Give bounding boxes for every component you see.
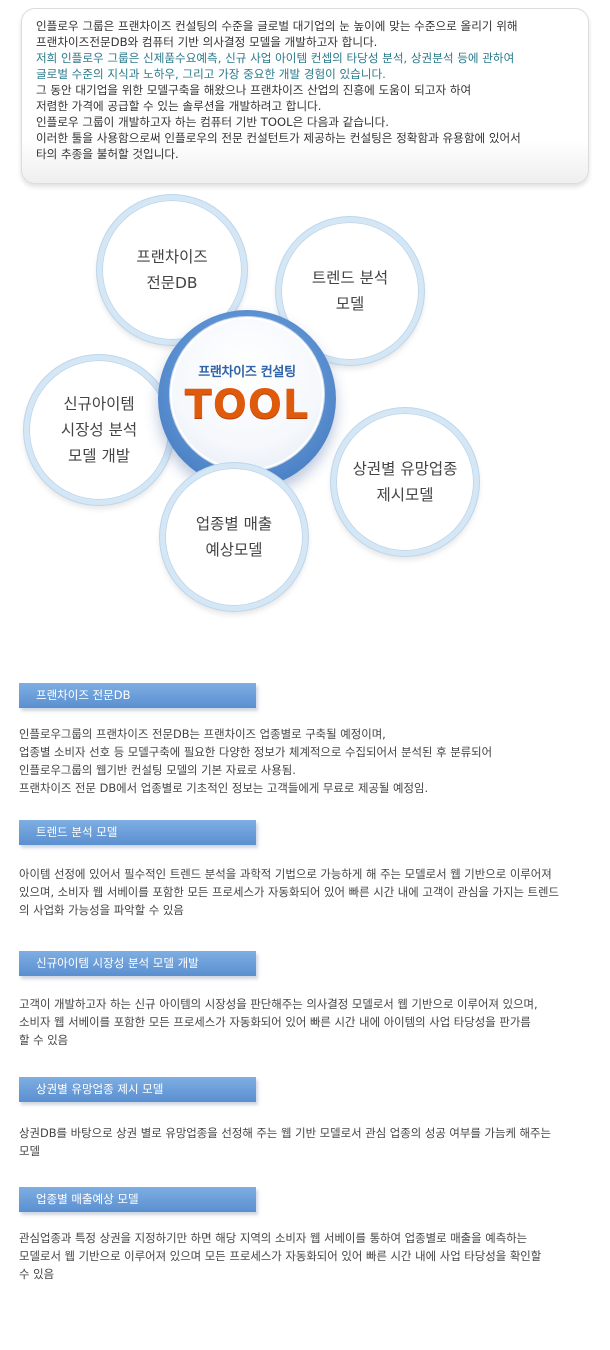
section-header-trend-analysis: 트렌드 분석 모델	[19, 820, 256, 845]
section-text: 상권DB를 바탕으로 상권 별로 유망업종을 선정해 주는 웹 기반 모델로서 …	[19, 1126, 551, 1140]
node-label: 제시모델	[376, 486, 434, 504]
section-text: 소비자 웹 서베이를 포함한 모든 프로세스가 자동화되어 있어 빠른 시간 내…	[19, 1015, 531, 1029]
section-text: 모델	[19, 1144, 40, 1158]
section-text: 할 수 있음	[19, 1033, 69, 1047]
section-text: 수 있음	[19, 1267, 55, 1281]
section-text: 아이템 선정에 있어서 필수적인 트렌드 분석을 과학적 기법으로 가능하게 해…	[19, 867, 552, 881]
section-text: 업종별 소비자 선호 등 모델구축에 필요한 다양한 정보가 체계적으로 수집되…	[19, 745, 493, 759]
section-text: 인플로우그룹의 웹기반 컨설팅 모델의 기본 자료로 사용됨.	[19, 763, 296, 777]
section-body-sales-forecast: 관심업종과 특정 상권을 지정하기만 하면 해당 지역의 소비자 웹 서베이를 …	[19, 1229, 599, 1283]
node-label: 프랜차이즈	[136, 248, 208, 266]
intro-line: 그 동안 대기업을 위한 모델구축을 해왔으나 프랜차이즈 산업의 진흥에 도움…	[36, 83, 472, 97]
section-text: 고객이 개발하고자 하는 신규 아이템의 시장성을 판단해주는 의사결정 모델로…	[19, 997, 538, 1011]
section-body-franchise-db: 인플로우그룹의 프랜차이즈 전문DB는 프랜차이즈 업종별로 구축될 예정이며,…	[19, 725, 599, 797]
section-body-commercial-area: 상권DB를 바탕으로 상권 별로 유망업종을 선정해 주는 웹 기반 모델로서 …	[19, 1124, 599, 1160]
node-label: 트렌드 분석	[311, 269, 389, 287]
section-text: 모델로서 웹 기반으로 이루어져 있으며 모든 프로세스가 자동화되어 있어 빠…	[19, 1249, 542, 1263]
node-commercial-area-model: 상권별 유망업종 제시모델	[331, 408, 479, 556]
section-text: 프랜차이즈 전문 DB에서 업종별로 기초적인 정보는 고객들에게 무료로 제공…	[19, 781, 429, 795]
intro-line: 저렴한 가격에 공급할 수 있는 솔루션을 개발하려고 합니다.	[36, 99, 322, 113]
intro-line: 타의 추종을 불허할 것입니다.	[36, 147, 179, 161]
intro-line: 인플로우 그룹은 프랜차이즈 컨설팅의 수준을 글로벌 대기업의 눈 높이에 맞…	[36, 19, 518, 33]
intro-line-highlight: 저희 인플로우 그룹은 신제품수요예측, 신규 사업 아이템 컨셉의 타당성 분…	[36, 51, 515, 65]
node-sales-forecast: 업종별 매출 예상모델	[160, 463, 308, 611]
intro-line: 인플로우 그룹이 개발하고자 하는 컴퓨터 기반 TOOL은 다음과 같습니다.	[36, 115, 389, 129]
section-text: 인플로우그룹의 프랜차이즈 전문DB는 프랜차이즈 업종별로 구축될 예정이며,	[19, 727, 386, 741]
section-text: 있으며, 소비자 웹 서베이를 포함한 모든 프로세스가 자동화되어 있어 빠른…	[19, 885, 559, 899]
tool-diagram: 프랜차이즈 전문DB 트렌드 분석 모델 신규아이템 시장성 분석 모델 개발 …	[0, 195, 610, 645]
section-header-franchise-db: 프랜차이즈 전문DB	[19, 683, 256, 708]
node-label: 모델	[335, 295, 365, 313]
section-header-new-item-analysis: 신규아이템 시장성 분석 모델 개발	[19, 951, 256, 976]
node-franchise-db: 프랜차이즈 전문DB	[97, 195, 247, 345]
node-label: 모델 개발	[68, 447, 130, 465]
section-text: 관심업종과 특정 상권을 지정하기만 하면 해당 지역의 소비자 웹 서베이를 …	[19, 1231, 528, 1245]
center-tool-badge: 프랜차이즈 컨설팅 TOOL	[170, 317, 324, 471]
section-header-sales-forecast: 업종별 매출예상 모델	[19, 1187, 256, 1212]
node-label: 예상모델	[205, 541, 263, 559]
center-title: TOOL	[184, 381, 310, 428]
node-label: 신규아이템	[63, 395, 135, 413]
intro-line: 프랜차이즈전문DB와 컴퓨터 기반 의사결정 모델을 개발하고자 합니다.	[36, 35, 378, 49]
section-text: 의 사업화 가능성을 파악할 수 있음	[19, 903, 184, 917]
section-body-new-item-analysis: 고객이 개발하고자 하는 신규 아이템의 시장성을 판단해주는 의사결정 모델로…	[19, 995, 599, 1049]
node-new-item-analysis: 신규아이템 시장성 분석 모델 개발	[24, 355, 174, 505]
intro-line-highlight: 글로벌 수준의 지식과 노하우, 그리고 가장 중요한 개발 경험이 있습니다.	[36, 67, 386, 81]
center-subtitle: 프랜차이즈 컨설팅	[198, 364, 296, 380]
node-label: 업종별 매출	[195, 515, 273, 533]
section-header-commercial-area: 상권별 유망업종 제시 모델	[19, 1077, 256, 1102]
node-label: 상권별 유망업종	[352, 460, 458, 478]
node-label: 전문DB	[146, 274, 198, 292]
section-body-trend-analysis: 아이템 선정에 있어서 필수적인 트렌드 분석을 과학적 기법으로 가능하게 해…	[19, 865, 599, 919]
node-label: 시장성 분석	[60, 421, 138, 439]
intro-line: 이러한 툴을 사용함으로써 인플로우의 전문 컨설턴트가 제공하는 컨설팅은 정…	[36, 131, 521, 145]
intro-box: 인플로우 그룹은 프랜차이즈 컨설팅의 수준을 글로벌 대기업의 눈 높이에 맞…	[21, 8, 589, 184]
